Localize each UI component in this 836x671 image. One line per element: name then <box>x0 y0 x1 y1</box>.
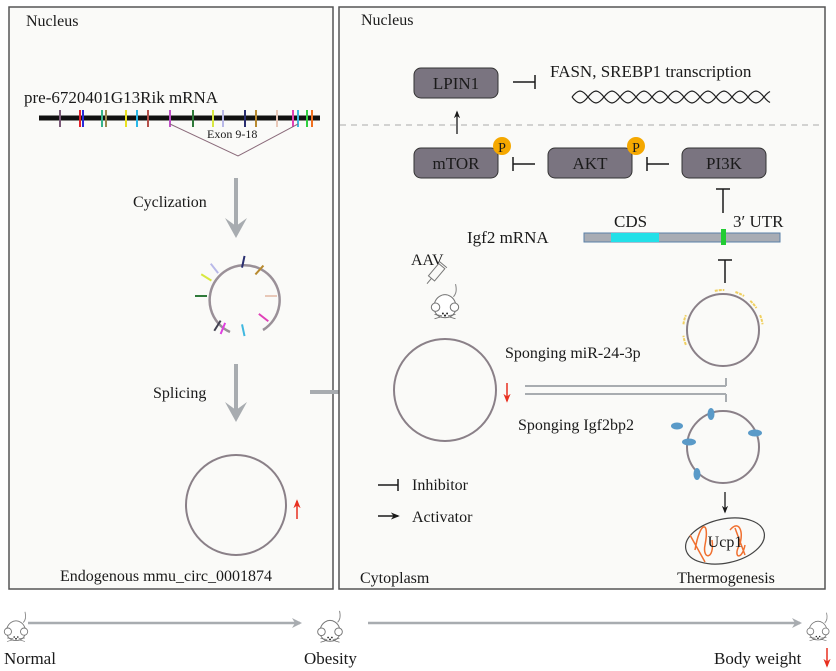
mirna-mark <box>759 314 764 325</box>
mtor-phospho-badge <box>493 137 511 155</box>
akt-phospho-badge <box>627 137 645 155</box>
cyclization-label: Cyclization <box>133 194 207 211</box>
mtor-phospho-label: P <box>498 141 506 156</box>
sponge2-label: Sponging Igf2bp2 <box>518 417 634 434</box>
igf2-cds-region <box>611 233 659 242</box>
circle-marks <box>195 255 277 337</box>
mirna-mark <box>749 300 758 309</box>
left-panel: Nucleus pre-6720401G13Rik mRNA Exon 9-18… <box>8 6 334 590</box>
sponge1-label: Sponging miR-24-3p <box>505 345 641 362</box>
node-lpin1-label: LPIN1 <box>433 74 479 93</box>
node-lpin1 <box>413 67 499 99</box>
exon-marks <box>59 110 313 127</box>
circle-mark <box>200 273 212 282</box>
exon-label: Exon 9-18 <box>207 127 257 141</box>
ucp1-label: Ucp1 <box>708 534 743 551</box>
thermogenesis-label: Thermogenesis <box>677 570 775 587</box>
stage-obesity-label: Obesity <box>304 649 357 668</box>
mirna-mark <box>682 314 687 325</box>
right-panel-frame <box>338 6 826 590</box>
mouse-normal-icon <box>3 611 29 642</box>
legend-activator-label: Activator <box>412 509 473 526</box>
utr-label: 3′ UTR <box>733 212 784 231</box>
igf2bp2-protein <box>707 408 715 420</box>
right-nucleus-label: Nucleus <box>361 12 413 29</box>
pre-mrna-label: pre-6720401G13Rik mRNA <box>24 88 219 107</box>
aav-label: AAV <box>411 252 444 269</box>
legend-inhibitor-label: Inhibitor <box>412 477 469 494</box>
circle-mark <box>241 255 246 268</box>
akt-phospho-label: P <box>632 141 640 156</box>
node-akt-label: AKT <box>573 154 609 173</box>
node-mtor <box>413 147 499 179</box>
right-panel: Nucleus LPIN1 FASN, SREBP1 transcription… <box>338 6 826 590</box>
protein-sponge-circrna <box>686 410 760 484</box>
endogenous-circrna <box>185 454 287 556</box>
igf2-mrna-strand <box>583 232 781 243</box>
circle-mark <box>219 322 227 335</box>
timeline: Normal Obesity Body weight <box>3 610 831 668</box>
syringe-icon <box>426 260 448 285</box>
circle-mark <box>213 320 222 332</box>
dna-helix-icon <box>571 90 771 104</box>
node-mtor-label: mTOR <box>433 154 481 173</box>
mouse-icon <box>430 283 460 320</box>
splicing-arrowhead <box>225 402 247 422</box>
cyclization-arrowhead <box>225 218 247 238</box>
cytoplasm-label: Cytoplasm <box>360 570 430 587</box>
legend: Inhibitor Activator <box>378 477 473 526</box>
node-akt <box>547 147 633 179</box>
aav-circrna <box>393 338 497 442</box>
circle-mark <box>254 264 265 276</box>
stage-body-weight-label: Body weight <box>714 649 802 668</box>
left-nucleus-label: Nucleus <box>26 13 78 30</box>
mirna-mark <box>735 291 745 297</box>
mouse-final-icon <box>806 612 830 642</box>
mirna-mark <box>714 288 725 292</box>
circle-mark <box>209 263 219 274</box>
mirna-mark <box>682 335 687 346</box>
igf2-label: Igf2 mRNA <box>467 228 549 247</box>
igf2bp2-protein <box>748 429 762 437</box>
mirna-sponge-circrna <box>686 293 760 367</box>
mitochondrion-icon <box>685 517 765 565</box>
igf2bp2-protein <box>693 468 701 480</box>
igf2bp2-protein <box>671 422 683 430</box>
cds-label: CDS <box>614 212 647 231</box>
circ-label: Endogenous mmu_circ_0001874 <box>60 568 272 585</box>
mouse-obesity-icon <box>317 610 343 643</box>
node-pi3k-label: PI3K <box>706 154 743 173</box>
splicing-label: Splicing <box>153 385 206 402</box>
node-pi3k <box>681 147 767 179</box>
circle-mark <box>241 324 246 337</box>
igf2-utr-binding-site <box>721 229 726 245</box>
mirna-marks <box>682 288 764 346</box>
exon-bracket <box>169 123 299 157</box>
stage-normal-label: Normal <box>4 649 56 668</box>
igf2bp2-protein <box>682 438 696 446</box>
circle-mark <box>258 313 269 323</box>
transcription-label: FASN, SREBP1 transcription <box>550 62 752 81</box>
